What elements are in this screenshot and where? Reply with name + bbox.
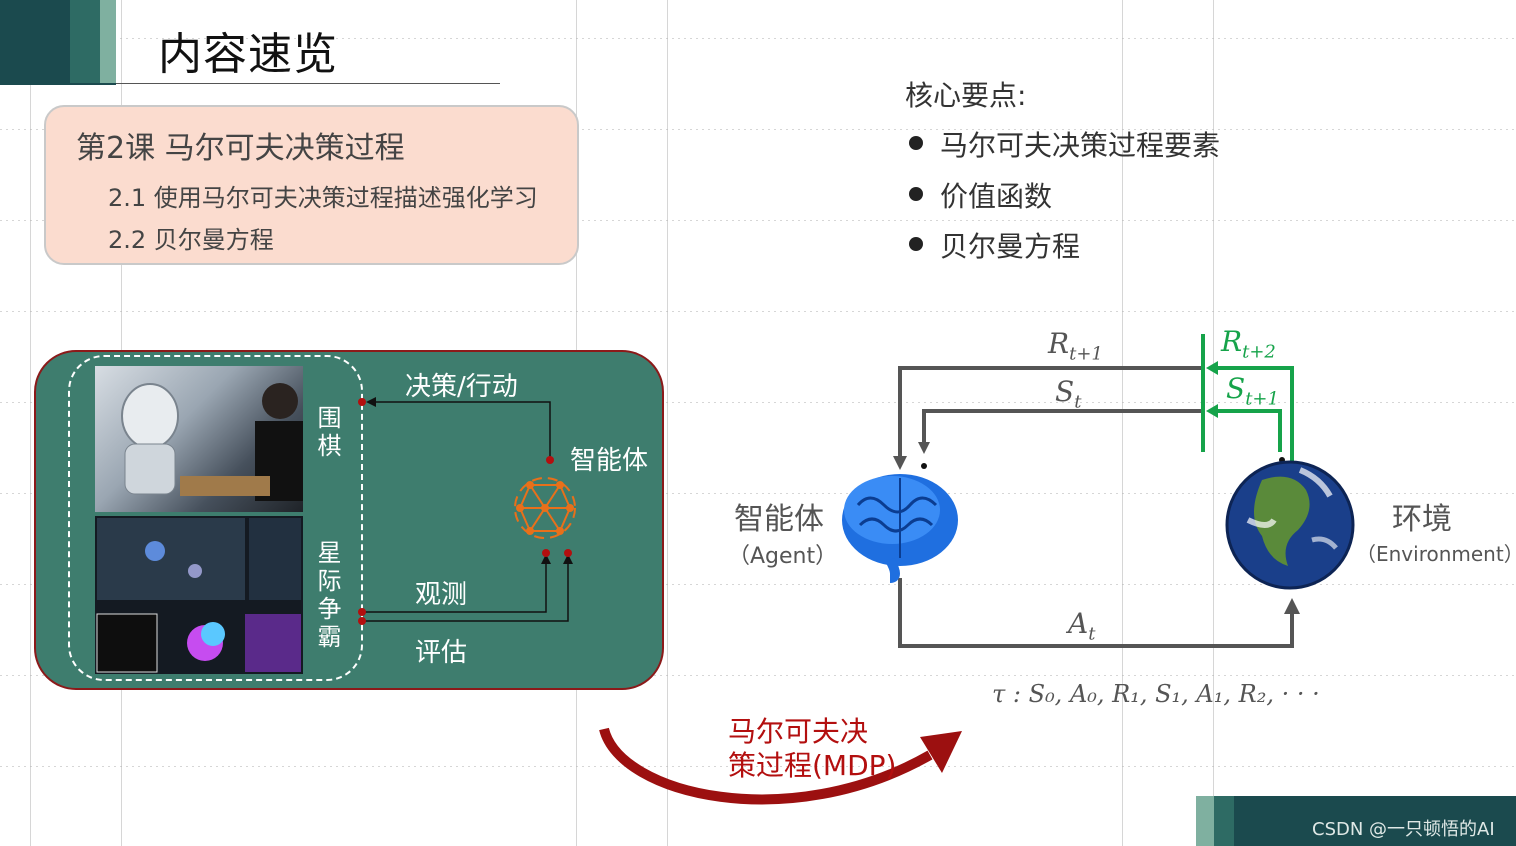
header-accent-light (100, 0, 116, 84)
header-accent-dark (0, 0, 70, 84)
reward-t1-label: Rt+1 (1048, 327, 1103, 365)
brain-icon (842, 474, 958, 583)
course-heading: 第2课 马尔可夫决策过程 (76, 131, 405, 166)
state-t1-label: St+1 (1226, 372, 1279, 410)
mdp-label-line2: 策过程(MDP) (728, 749, 897, 782)
footer-accent-dark (1234, 796, 1516, 846)
title-underline (116, 83, 500, 84)
key-point-2: 价值函数 (940, 180, 1053, 213)
evaluate-label: 评估 (415, 638, 468, 668)
bullet-icon (909, 187, 923, 201)
mdp-label-line1: 马尔可夫决 (728, 715, 869, 748)
action-label: 决策/行动 (405, 372, 518, 402)
trajectory-formula: τ : S₀, A₀, R₁, S₁, A₁, R₂, · · · (992, 680, 1320, 708)
left-diagram-arrows (358, 397, 576, 625)
footer-accent-light (1196, 796, 1214, 846)
header-left-underline (0, 83, 116, 85)
key-point-3: 贝尔曼方程 (940, 230, 1081, 263)
state-t-label: St (1055, 375, 1082, 413)
course-outline-box (44, 105, 579, 265)
reward-t2-label: Rt+2 (1221, 325, 1276, 363)
csdn-watermark: CSDN @一只顿悟的AI (1312, 819, 1495, 840)
agent-label-cn: 智能体 (734, 502, 824, 537)
header-accent-mid (70, 0, 100, 84)
go-label: 围棋 (313, 405, 341, 461)
course-item-2: 2.2 贝尔曼方程 (108, 226, 274, 254)
bullet-icon (909, 237, 923, 251)
observe-label: 观测 (415, 580, 468, 610)
key-points-heading: 核心要点: (905, 79, 1027, 112)
environment-label-en: （Environment） (1356, 542, 1516, 566)
starcraft-label: 星际争霸 (313, 540, 341, 652)
bullet-icon (909, 136, 923, 150)
footer-accent-mid (1214, 796, 1234, 846)
earth-icon (1225, 460, 1355, 590)
robot-vs-human-illustration (121, 383, 303, 501)
action-t-label: At (1068, 607, 1096, 645)
agent-label-en: （Agent） (728, 544, 838, 569)
agent-label-left: 智能体 (570, 446, 649, 476)
environment-dashed-frame (68, 355, 363, 681)
mdp-curved-arrow (599, 727, 962, 805)
starcraft-screens-illustration (96, 518, 301, 673)
page-title: 内容速览 (158, 29, 338, 80)
starcraft-game-image (95, 516, 303, 674)
course-item-1: 2.1 使用马尔可夫决策过程描述强化学习 (108, 184, 538, 212)
environment-label-cn: 环境 (1392, 502, 1452, 537)
go-game-image (95, 366, 303, 512)
key-point-1: 马尔可夫决策过程要素 (940, 129, 1221, 162)
